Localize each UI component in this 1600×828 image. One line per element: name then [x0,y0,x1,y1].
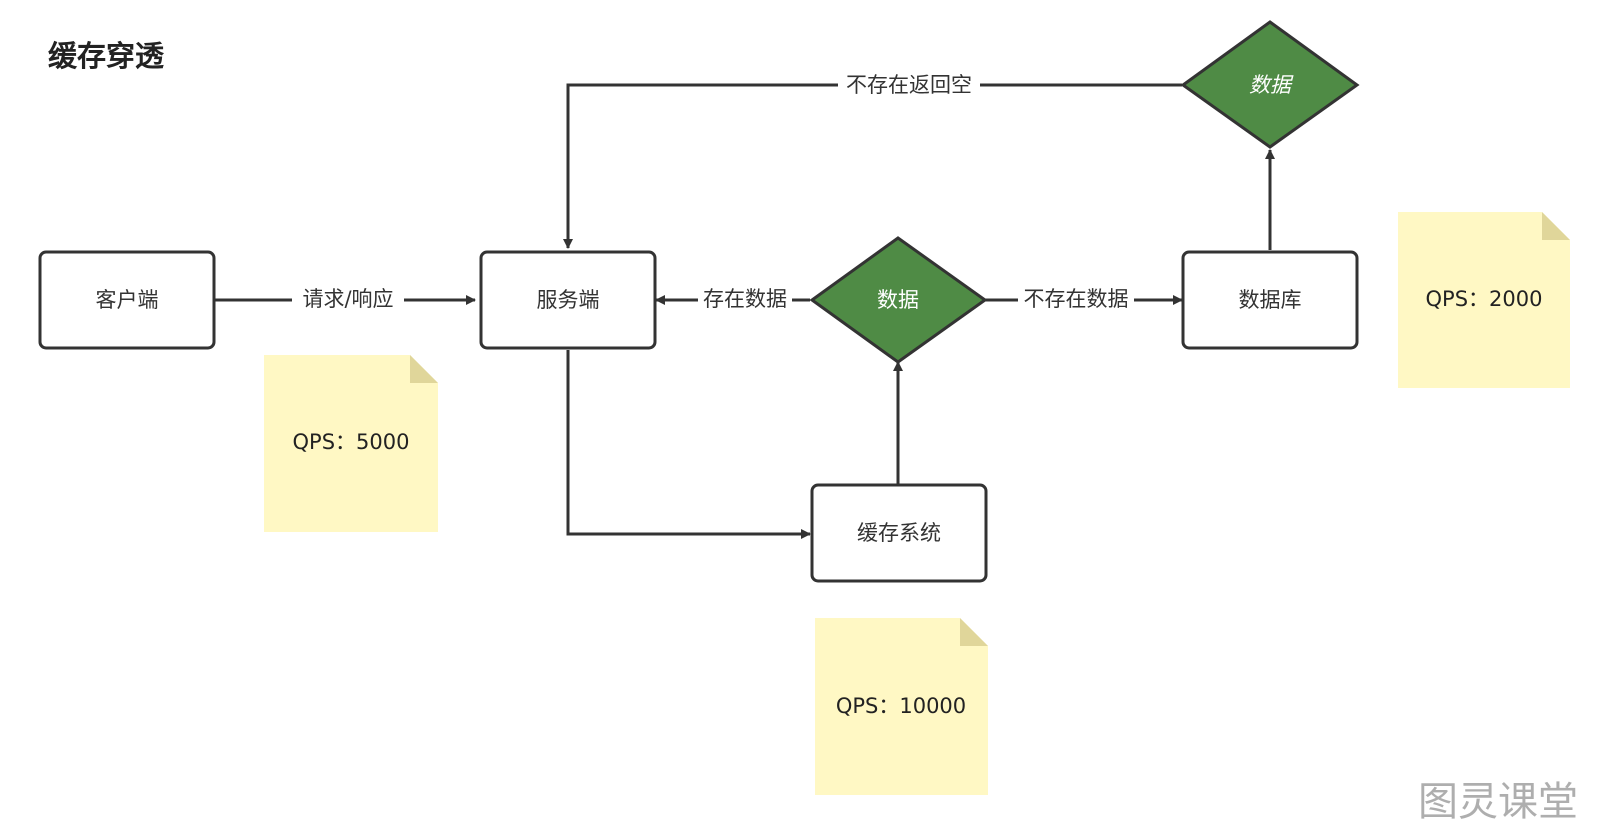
edge-label-bg [292,284,404,314]
edge-label-request-response: 请求/响应 [302,287,393,311]
note-client-qps-text: QPS：5000 [293,430,410,454]
node-client-label: 客户端 [96,288,159,312]
note-cache-qps: QPS：10000 [815,618,988,795]
node-cache-system [810,483,988,583]
note-db-qps: QPS：2000 [1398,212,1570,388]
note-fold [1542,212,1570,240]
watermark: 图灵课堂 [1418,779,1578,825]
edge-label-bg [1018,284,1134,314]
note-paper [1398,212,1570,388]
node-database-label: 数据库 [1239,288,1302,312]
note-db-qps-text: QPS：2000 [1426,287,1543,311]
diagram-title: 缓存穿透 [48,39,165,73]
edge-label-bg [838,69,980,99]
node-client [38,250,216,350]
note-fold [960,618,988,646]
decision-cache-label: 数据 [877,288,919,312]
node-server-label: 服务端 [537,288,600,312]
note-cache-qps-text: QPS：10000 [836,694,966,718]
edge-label-not-exists-data: 不存在数据 [1024,287,1129,311]
edge-server-cache [566,350,811,539]
note-paper [264,355,438,532]
edge-label-not-exists-return-empty: 不存在返回空 [846,73,972,97]
edge-label-bg [698,284,792,314]
note-client-qps: QPS：5000 [264,355,438,532]
note-fold [410,355,438,383]
decision-diamond-database [1180,20,1360,149]
edge-label-exists-data: 存在数据 [703,287,787,311]
note-paper [815,618,988,795]
node-server [479,250,657,350]
decision-diamond-cache [809,236,988,364]
edge-decision-server-empty [563,83,1182,249]
node-cache-system-label: 缓存系统 [857,521,941,545]
decision-database-label: 数据 [1249,73,1294,97]
node-database [1181,250,1359,350]
